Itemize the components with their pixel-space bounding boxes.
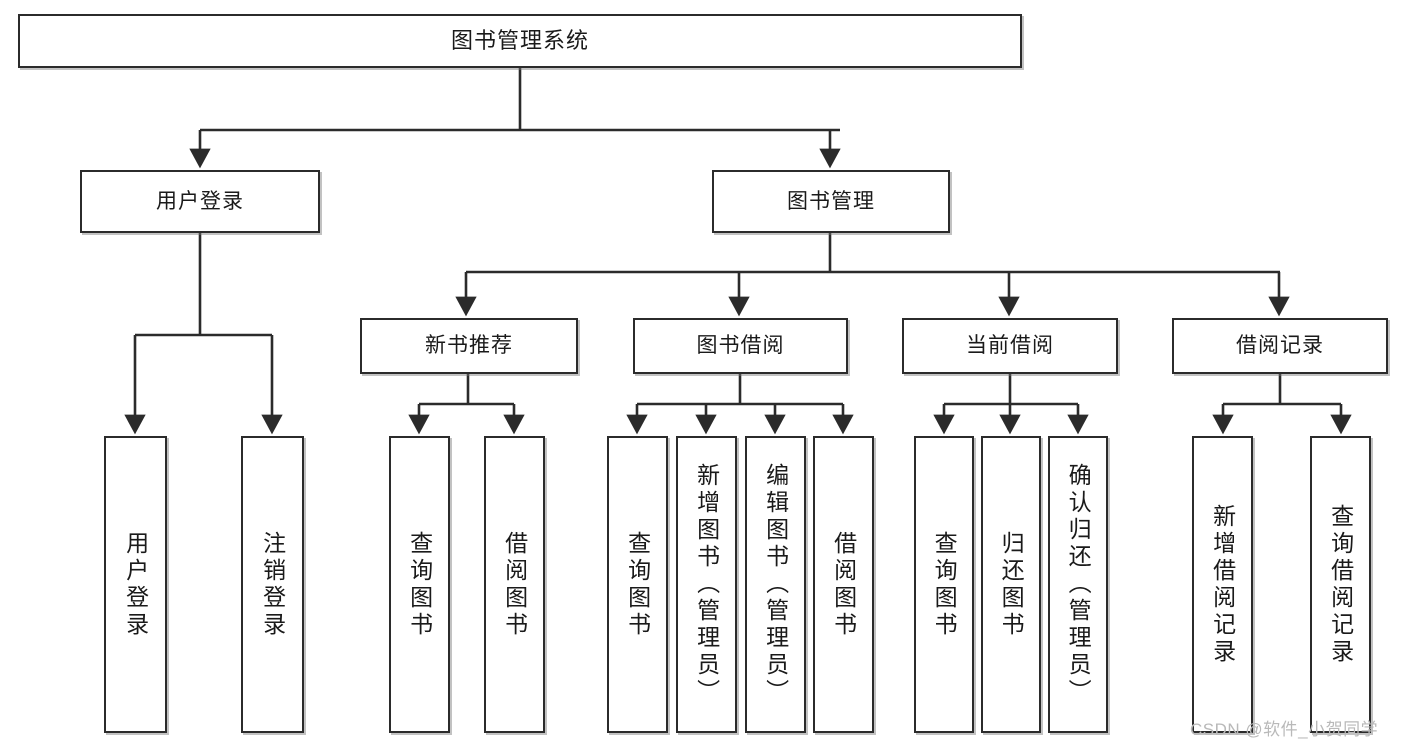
node-label: 图书管理系统: [450, 27, 589, 53]
node-borrow-record[interactable]: 借阅记录: [1172, 318, 1388, 374]
node-label: 用户登录: [122, 530, 149, 639]
leaf-query-book-recommend[interactable]: 查询图书: [389, 436, 450, 733]
leaf-query-book-current[interactable]: 查询图书: [914, 436, 974, 733]
leaf-return-book[interactable]: 归还图书: [981, 436, 1041, 733]
node-label: 查询图书: [931, 530, 958, 639]
leaf-user-login[interactable]: 用户登录: [104, 436, 167, 733]
node-label: 新增借阅记录: [1209, 503, 1236, 666]
node-label: 确认归还（管理员）: [1065, 463, 1092, 706]
node-label: 图书管理: [787, 189, 875, 213]
watermark-text: CSDN @软件_小贺同学: [1190, 720, 1379, 739]
node-root-system[interactable]: 图书管理系统: [18, 14, 1022, 68]
node-user-login[interactable]: 用户登录: [80, 170, 320, 233]
node-label: 编辑图书（管理员）: [762, 463, 789, 706]
node-label: 图书借阅: [696, 334, 785, 358]
leaf-borrow-book-recommend[interactable]: 借阅图书: [484, 436, 545, 733]
node-label: 查询图书: [406, 530, 433, 639]
node-book-borrow[interactable]: 图书借阅: [633, 318, 848, 374]
leaf-query-book-borrow[interactable]: 查询图书: [607, 436, 668, 733]
node-label: 当前借阅: [966, 334, 1054, 358]
node-label: 新增图书（管理员）: [693, 463, 720, 706]
node-label: 借阅图书: [830, 530, 857, 639]
node-current-borrow[interactable]: 当前借阅: [902, 318, 1118, 374]
leaf-query-borrow-record[interactable]: 查询借阅记录: [1310, 436, 1371, 733]
node-label: 借阅图书: [501, 530, 528, 639]
node-book-manage[interactable]: 图书管理: [712, 170, 950, 233]
leaf-add-book[interactable]: 新增图书（管理员）: [676, 436, 737, 733]
node-new-book-recommend[interactable]: 新书推荐: [360, 318, 578, 374]
leaf-borrow-book[interactable]: 借阅图书: [813, 436, 874, 733]
leaf-confirm-return[interactable]: 确认归还（管理员）: [1048, 436, 1108, 733]
node-label: 查询借阅记录: [1327, 503, 1354, 666]
node-label: 用户登录: [156, 189, 244, 213]
node-label: 借阅记录: [1236, 334, 1324, 358]
node-label: 归还图书: [998, 530, 1025, 639]
leaf-logout[interactable]: 注销登录: [241, 436, 304, 733]
leaf-edit-book[interactable]: 编辑图书（管理员）: [745, 436, 806, 733]
node-label: 查询图书: [624, 530, 651, 639]
node-label: 新书推荐: [425, 334, 513, 358]
node-label: 注销登录: [259, 530, 286, 639]
leaf-add-borrow-record[interactable]: 新增借阅记录: [1192, 436, 1253, 733]
